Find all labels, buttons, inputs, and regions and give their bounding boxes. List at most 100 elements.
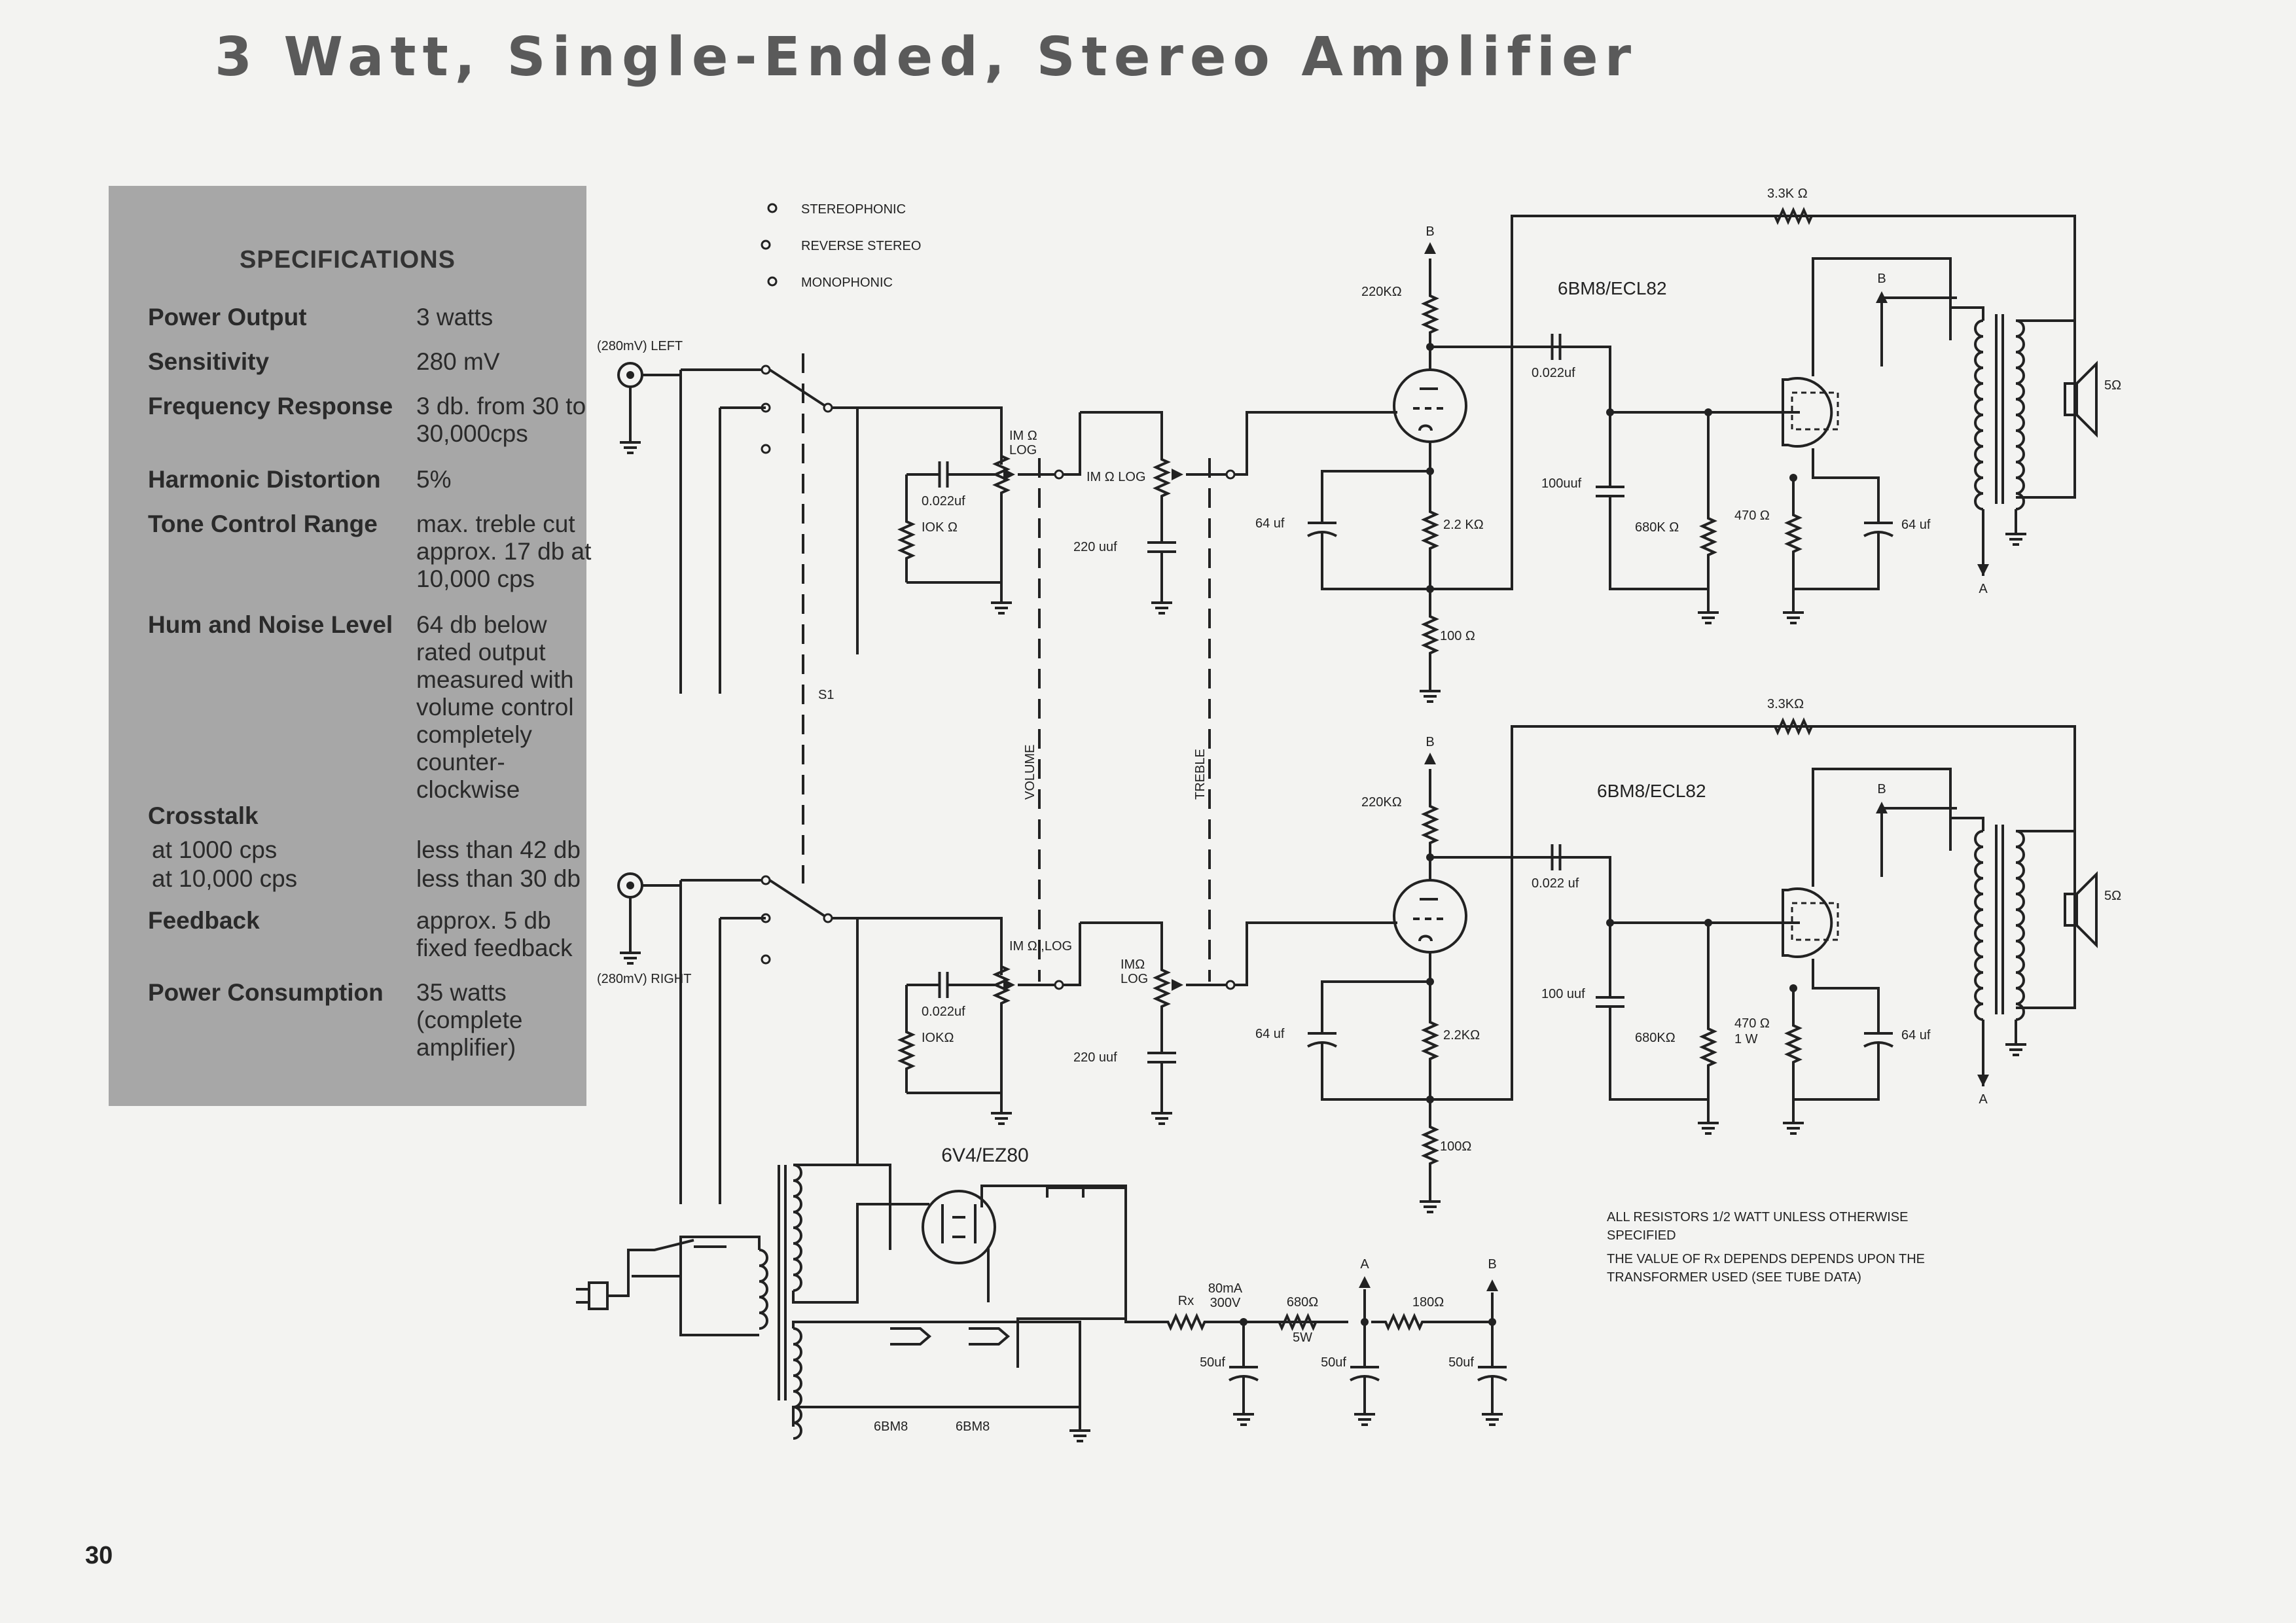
wire xyxy=(1080,921,1163,969)
spec-value: less than 42 db xyxy=(416,836,581,863)
tube-envelope xyxy=(1782,887,1833,958)
ground-symbol xyxy=(620,432,641,454)
spec-value: less than 30 db xyxy=(416,865,581,892)
wire xyxy=(1609,1021,1708,1101)
resistor xyxy=(1153,458,1171,497)
ground-symbol-lines xyxy=(620,432,641,454)
transformer-winding xyxy=(759,1249,768,1330)
junction-dot xyxy=(1704,919,1712,927)
page-number: 30 xyxy=(85,1542,113,1569)
switch-contact xyxy=(761,365,771,375)
component-label: 50uf xyxy=(1448,1355,1474,1370)
input-label: (280mV) LEFT xyxy=(597,339,683,353)
spec-sublabel: at 10,000 cps xyxy=(152,865,298,892)
wire xyxy=(1774,725,2076,831)
wire xyxy=(1430,725,1774,1101)
component-label: IOKΩ xyxy=(922,1031,954,1045)
spec-value: 5% xyxy=(416,466,452,493)
component-label: 300V xyxy=(1210,1296,1241,1310)
wire xyxy=(1234,411,1276,476)
component-label: 5Ω xyxy=(2104,889,2121,903)
switch-mode-label: STEREOPHONIC xyxy=(801,202,906,217)
capacitor-plate xyxy=(1551,844,1562,870)
resistor xyxy=(1162,1313,1211,1331)
speaker-cone xyxy=(2075,871,2098,948)
arrow-up-icon xyxy=(1486,1279,1498,1291)
component-label: 50uf xyxy=(1321,1355,1346,1370)
resistor xyxy=(897,1008,916,1093)
capacitor-plate xyxy=(1229,1375,1259,1382)
spec-label: Frequency Response xyxy=(148,393,393,419)
rectifier-tube-envelope xyxy=(922,1190,996,1264)
pentode-grids xyxy=(1791,902,1839,941)
switch-contact xyxy=(1225,469,1236,480)
tube-envelope xyxy=(1393,879,1467,954)
wire xyxy=(1774,215,2076,321)
ground-symbol-lines xyxy=(1151,1103,1172,1125)
spec-value: max. treble cut approx. 17 db at 10,000 … xyxy=(416,510,592,592)
ground-symbol xyxy=(1069,1420,1090,1442)
wire xyxy=(1321,550,1430,590)
resistor xyxy=(1421,589,1439,681)
spec-sublabel: at 1000 cps xyxy=(152,836,278,863)
heater-winding-wire xyxy=(792,1321,1081,1407)
resistor xyxy=(1699,1014,1717,1080)
resistor xyxy=(1784,988,1803,1099)
spec-label: Power Consumption xyxy=(148,979,384,1006)
component-label: LOG xyxy=(1009,443,1037,457)
wire xyxy=(1429,856,1611,880)
treble-label: TREBLE xyxy=(1193,749,1208,800)
component-label: B xyxy=(1877,782,1886,796)
transformer-core xyxy=(1995,314,2004,504)
wire xyxy=(792,1406,1081,1427)
speaker-icon xyxy=(2064,893,2078,927)
component-label: 100 Ω xyxy=(1440,629,1475,643)
transformer-core xyxy=(1995,825,2004,1014)
wire xyxy=(1812,959,1880,1018)
wire xyxy=(2015,319,2075,524)
ground-symbol-lines xyxy=(1783,602,1804,624)
switch-contact xyxy=(1054,469,1064,480)
component-label: 0.022 uf xyxy=(1532,876,1579,891)
triode-elements xyxy=(1413,387,1443,431)
transformer-winding xyxy=(2015,830,2025,1021)
transformer-winding xyxy=(1974,319,1984,510)
component-label: 3.3K Ω xyxy=(1767,187,1808,201)
component-label: 180Ω xyxy=(1412,1295,1444,1310)
tube-envelope xyxy=(1782,377,1833,448)
ground-symbol xyxy=(1151,592,1172,615)
component-label: 0.022uf xyxy=(922,1005,965,1019)
ground-symbol-lines xyxy=(1069,1420,1090,1442)
component-label: 64 uf xyxy=(1255,516,1285,531)
heater-label: 6BM8 xyxy=(874,1419,908,1434)
resistor xyxy=(992,962,1011,1008)
component-label: 220KΩ xyxy=(1361,795,1402,810)
wire xyxy=(1321,442,1431,504)
capacitor-plate xyxy=(1863,531,1893,537)
ground-symbol-lines xyxy=(991,592,1012,615)
tube-label: 6BM8/ECL82 xyxy=(1597,781,1706,801)
wire xyxy=(1590,856,1800,924)
component-label: IM Ω xyxy=(1009,429,1037,443)
wire xyxy=(1949,817,1984,851)
ground-symbol xyxy=(1354,1404,1375,1426)
component-label: 220 uuf xyxy=(1073,540,1117,554)
capacitor-plate xyxy=(938,461,949,488)
arrow-up-icon xyxy=(1359,1276,1371,1288)
spec-label: Feedback xyxy=(148,907,260,934)
component-label: 0.022uf xyxy=(1532,366,1575,380)
ground-symbol xyxy=(1698,1113,1719,1135)
component-label: B xyxy=(1488,1257,1496,1272)
capacitor-plate xyxy=(1477,1375,1507,1382)
ground-symbol xyxy=(1783,1113,1804,1135)
arrow-down-icon xyxy=(1977,564,1989,576)
wire xyxy=(1234,921,1276,986)
ground-symbol-lines xyxy=(1420,681,1441,703)
resistor xyxy=(1421,792,1439,857)
heater-wire xyxy=(890,1327,1011,1346)
wire xyxy=(1031,412,1081,476)
resistor xyxy=(992,452,1011,497)
ground-symbol xyxy=(1233,1404,1254,1426)
wire xyxy=(1430,215,1774,590)
